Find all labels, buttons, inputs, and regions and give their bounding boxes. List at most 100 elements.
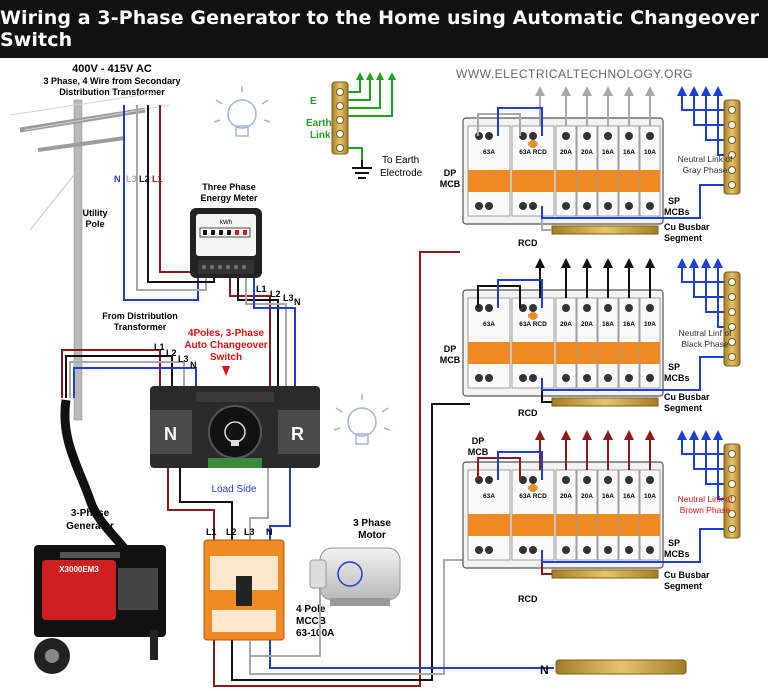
rcd-face-label: RCD xyxy=(528,142,539,148)
neutral-label-2: Gray Phase xyxy=(683,165,728,175)
gen-l3-label: L3 xyxy=(178,354,189,364)
neutral-wire xyxy=(705,440,724,485)
breaker-rating: 10A xyxy=(644,321,656,328)
breaker-handle xyxy=(619,342,639,364)
arrow-down-icon xyxy=(222,366,230,376)
breaker-rating: 20A xyxy=(581,149,593,156)
breaker-handle xyxy=(577,342,597,364)
terminal-bottom xyxy=(583,546,591,554)
breaker-handle xyxy=(556,342,576,364)
main-neutral-busbar xyxy=(555,659,687,675)
terminal-bottom xyxy=(604,546,612,554)
neutral-link-screw xyxy=(728,480,736,488)
breaker-handle xyxy=(619,514,639,536)
neutral-wire xyxy=(693,440,724,470)
arrow-up-icon xyxy=(624,430,634,440)
neutral-label-1: Neutral Link of xyxy=(678,154,733,164)
rcd-test-button xyxy=(529,312,537,320)
auto-changeover-switch xyxy=(150,386,320,468)
terminal-bottom xyxy=(646,374,654,382)
neutral-link-screw xyxy=(728,308,736,316)
breaker-rating: 10A xyxy=(644,493,656,500)
arrow-up-icon xyxy=(535,430,545,440)
terminal-bottom xyxy=(485,202,493,210)
terminal-bottom xyxy=(519,374,527,382)
meter-output-wires xyxy=(229,278,296,392)
breaker-rating: 20A xyxy=(560,149,572,156)
sp-label: SP xyxy=(668,538,680,548)
neutral-link-screw xyxy=(728,338,736,346)
arrow-up-icon xyxy=(535,86,545,96)
terminal-top xyxy=(485,304,493,312)
meter-l3-label: L3 xyxy=(283,293,294,303)
terminal-bottom xyxy=(625,546,633,554)
gen-n-label: N xyxy=(190,360,197,370)
neutral-link-screw xyxy=(728,353,736,361)
arrow-up-icon xyxy=(713,258,723,268)
header-bar: Wiring a 3-Phase Generator to the Home u… xyxy=(0,0,768,58)
terminal-top xyxy=(485,476,493,484)
terminal-top xyxy=(583,132,591,140)
neutral-link-screw xyxy=(728,525,736,533)
neutral-link-screw xyxy=(728,136,736,144)
terminal-bottom xyxy=(485,374,493,382)
neutral-link-screw xyxy=(728,166,736,174)
breaker-handle xyxy=(577,170,597,192)
terminal-bottom xyxy=(529,202,537,210)
breaker-handle xyxy=(556,514,576,536)
cu-busbar-segment xyxy=(551,225,659,235)
terminal-top xyxy=(583,304,591,312)
supply-voltage: 400V - 415V AC xyxy=(72,63,152,75)
neutral-wire xyxy=(693,96,724,126)
rcd-label: RCD xyxy=(518,238,538,248)
load-l3-label: L3 xyxy=(244,527,255,537)
arrow-up-icon xyxy=(689,86,699,96)
arrow-up-icon xyxy=(582,86,592,96)
neutral-link-screw xyxy=(728,450,736,458)
generator-label-2: Generator xyxy=(66,521,114,532)
arrow-up-icon xyxy=(624,86,634,96)
breaker-rating: 63A RCD xyxy=(519,149,547,156)
arrow-up-icon xyxy=(701,258,711,268)
terminal-bottom xyxy=(604,374,612,382)
bulb-icon xyxy=(213,86,271,137)
terminal-top xyxy=(583,476,591,484)
neutral-link-screw xyxy=(728,510,736,518)
meter-n-label: N xyxy=(294,297,301,307)
neutral-wire xyxy=(705,268,724,313)
neutral-link-screw xyxy=(728,495,736,503)
neutral-wire xyxy=(693,268,724,298)
supply-line2: Distribution Transformer xyxy=(59,87,165,97)
cu-busbar-segment xyxy=(551,397,659,407)
terminal-bottom xyxy=(562,374,570,382)
terminal-bottom xyxy=(475,546,483,554)
breaker-rating: 63A RCD xyxy=(519,493,547,500)
generator-wires xyxy=(61,349,197,398)
terminal-top xyxy=(625,304,633,312)
load-l1-label: L1 xyxy=(206,527,217,537)
neutral-wire xyxy=(717,268,724,328)
earth-link-1: Earth xyxy=(306,118,332,129)
pole-label-2: Pole xyxy=(85,219,104,229)
gen-l1-label: L1 xyxy=(154,342,165,352)
breaker-rating: 16A xyxy=(602,493,614,500)
main-neutral-label: N xyxy=(540,663,549,677)
breaker-rating: 16A xyxy=(623,493,635,500)
neutral-wire xyxy=(717,96,724,156)
page-title: Wiring a 3-Phase Generator to the Home u… xyxy=(0,7,760,51)
neutral-link-bar xyxy=(723,99,741,195)
arrow-up-icon xyxy=(677,430,687,440)
pole-label-1: Utility xyxy=(82,208,107,218)
motor xyxy=(309,547,401,606)
breaker-handle xyxy=(556,170,576,192)
terminal-bottom xyxy=(625,202,633,210)
mccb-label-1: 4 Pole xyxy=(296,604,326,615)
terminal-top xyxy=(646,476,654,484)
earth-e: E xyxy=(310,96,317,107)
neutral-feed-wire xyxy=(541,528,724,563)
breaker-handle xyxy=(577,514,597,536)
arrow-up-icon xyxy=(582,430,592,440)
